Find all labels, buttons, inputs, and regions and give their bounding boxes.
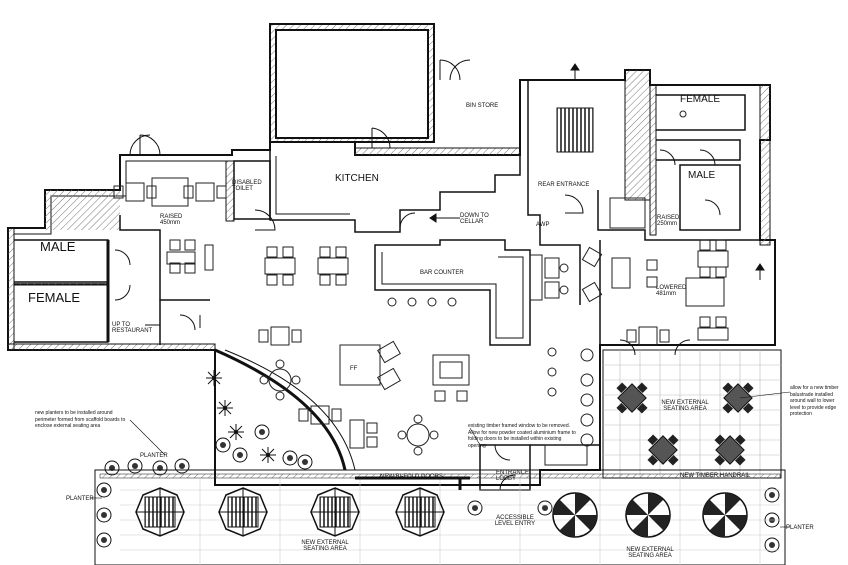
room-label-disabled-toilet: DISABLED TOILET (232, 180, 262, 192)
terrace-bottom (94, 469, 786, 565)
walls (7, 23, 776, 491)
furniture (113, 110, 729, 466)
leaders (90, 391, 791, 528)
room-label-bin-store: BIN STORE (466, 103, 499, 109)
room-label-rear-entrance: REAR ENTRANCE (538, 182, 590, 188)
room-label-raised-right: RAISED 250mm (657, 215, 680, 227)
room-label-lowered: LOWERED 481mm (656, 285, 687, 297)
room-label-down-to-cellar: DOWN TO CELLAR (460, 213, 489, 225)
room-label-male-left: MALE (40, 239, 76, 254)
room-label-new-external-seating-bottom-left: NEW EXTERNAL SEATING AREA (301, 540, 349, 552)
room-label-female-left: FEMALE (28, 290, 81, 305)
note-window: existing timber framed window to be remo… (468, 423, 576, 449)
label-planter-2: PLANTER (66, 496, 94, 502)
arrows (145, 63, 765, 328)
room-label-ff: FF (350, 366, 358, 372)
room-label-bar-counter: BAR COUNTER (420, 270, 464, 276)
room-label-kitchen: KITCHEN (335, 173, 379, 184)
label-planter-3: PLANTER (786, 525, 814, 531)
room-label-up-to-restaurant: UP TO RESTAURANT (112, 322, 153, 334)
label-new-timber-handrail: NEW TIMBER HANDRAIL (680, 473, 751, 479)
room-label-awp: AWP (536, 222, 550, 228)
stairs (556, 107, 594, 153)
room-label-female-top: FEMALE (680, 94, 721, 105)
room-label-entrance-lobby: ENTRANCE LOBBY (496, 470, 530, 482)
room-label-raised-left: RAISED 450mm (160, 214, 183, 226)
room-label-new-external-seating-right: NEW EXTERNAL SEATING AREA (661, 400, 709, 412)
doors (114, 59, 721, 491)
label-planter-1: PLANTER (140, 453, 168, 459)
note-planters: new planters to be installed around peri… (35, 410, 126, 429)
room-label-new-external-seating-bottom-right: NEW EXTERNAL SEATING AREA (626, 547, 674, 559)
label-accessible-level-entry: ACCESSIBLE LEVEL ENTRY (494, 515, 536, 527)
label-new-bifold-doors: NEW BI-FOLD DOORS (380, 474, 444, 480)
note-balustrade: allow for a new timber balustrade instal… (790, 385, 839, 417)
terrace-right (602, 349, 782, 479)
room-label-male-right: MALE (688, 170, 716, 181)
